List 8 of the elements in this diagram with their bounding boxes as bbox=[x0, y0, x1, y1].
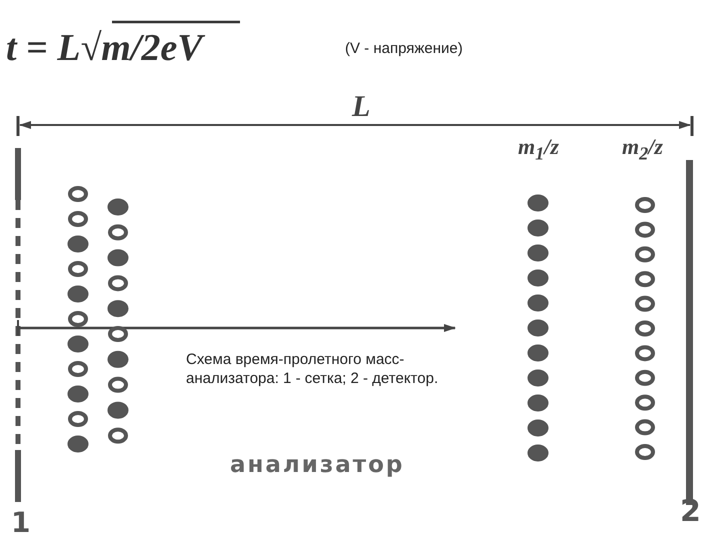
note-text: (V - напряжение) bbox=[345, 40, 463, 57]
callout-number: 1 bbox=[11, 506, 30, 539]
caption-text: Схема время-пролетного масс-анализатора: 1 - сетка; 2 - детектор. bbox=[186, 350, 440, 388]
formula: t = L√m/2eV bbox=[6, 26, 203, 70]
mass-charge-label: m$_{2}$/z bbox=[622, 134, 663, 164]
analyzer-label: анализатор bbox=[230, 452, 404, 478]
mass-charge-label: m$_{1}$/z bbox=[518, 134, 559, 164]
dimension-label: L bbox=[352, 90, 370, 124]
